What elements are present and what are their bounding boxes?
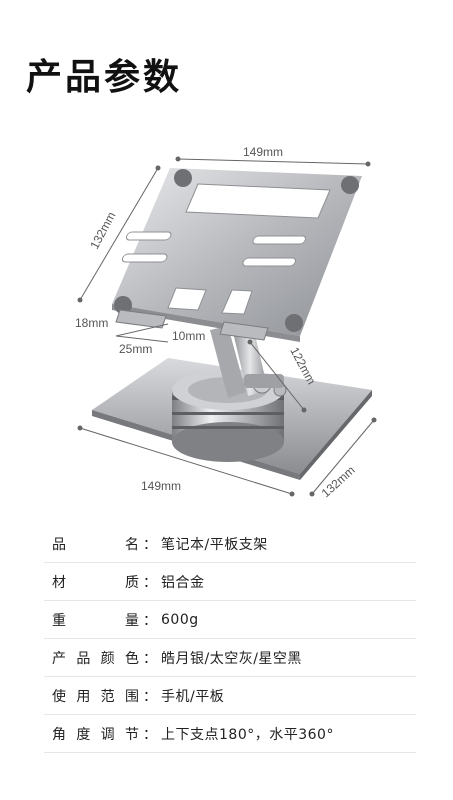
dim-lip-width: 25mm	[119, 342, 152, 356]
spec-value: 手机/平板	[161, 688, 225, 705]
spec-label-char: 质	[125, 574, 139, 591]
spec-label-char: 品	[52, 536, 66, 553]
spec-label-char: 使	[52, 688, 66, 705]
spec-label-char: 量	[125, 612, 139, 629]
spec-label-char: 颜	[100, 650, 115, 667]
spec-table: 品名 ： 笔记本/平板支架 材质 ： 铝合金 重量 ： 600g 产品颜色 ： …	[44, 525, 416, 753]
spec-value: 皓月银/太空灰/星空黑	[161, 650, 302, 667]
spec-label: 品名	[44, 534, 139, 554]
spec-label-char: 调	[100, 726, 115, 743]
spec-colon: ：	[143, 688, 157, 705]
spec-label-char: 围	[124, 688, 139, 705]
spec-label-char: 色	[124, 650, 139, 667]
tablet-panel	[112, 168, 362, 342]
product-image: 149mm 132mm 18mm 25mm 10mm 122mm 149mm 1…	[75, 145, 377, 500]
page-title: 产品参数	[26, 57, 183, 98]
spec-label: 重量	[44, 610, 139, 630]
spec-colon: ：	[143, 650, 157, 667]
spec-row: 角度调节 ： 上下支点180°，水平360°	[44, 715, 416, 753]
spec-label: 使用范围	[44, 686, 139, 706]
spec-label-char: 用	[76, 688, 91, 705]
spec-row: 重量 ： 600g	[44, 601, 416, 639]
dim-base-width: 149mm	[141, 479, 181, 493]
dim-base-depth: 132mm	[319, 463, 358, 500]
spec-label-char: 重	[52, 612, 66, 629]
support-arm	[210, 322, 287, 398]
dim-lip-height: 18mm	[75, 316, 108, 330]
dim-panel-height: 132mm	[87, 210, 118, 252]
spec-value: 600g	[161, 611, 199, 628]
spec-label: 材质	[44, 572, 139, 592]
spec-colon: ：	[143, 726, 157, 743]
spec-label: 角度调节	[44, 724, 139, 744]
spec-value: 上下支点180°，水平360°	[161, 726, 334, 743]
spec-label-char: 度	[76, 726, 91, 743]
spec-row: 材质 ： 铝合金	[44, 563, 416, 601]
spec-label-char: 品	[76, 650, 91, 667]
dim-top-width: 149mm	[243, 145, 283, 159]
dim-gap: 10mm	[172, 329, 205, 343]
spec-row: 品名 ： 笔记本/平板支架	[44, 525, 416, 563]
dimension-lines	[77, 156, 377, 497]
spec-label-char: 产	[52, 650, 66, 667]
spec-value: 笔记本/平板支架	[161, 536, 268, 553]
spec-label-char: 材	[52, 574, 66, 591]
spec-label-char: 范	[100, 688, 115, 705]
spec-row: 使用范围 ： 手机/平板	[44, 677, 416, 715]
spec-colon: ：	[143, 612, 157, 629]
spec-label-char: 名	[125, 536, 139, 553]
spec-label: 产品颜色	[44, 648, 139, 668]
spec-colon: ：	[143, 574, 157, 591]
spec-label-char: 角	[52, 726, 66, 743]
spec-value: 铝合金	[161, 574, 205, 591]
spec-label-char: 节	[124, 726, 139, 743]
spec-colon: ：	[143, 536, 157, 553]
spec-row: 产品颜色 ： 皓月银/太空灰/星空黑	[44, 639, 416, 677]
